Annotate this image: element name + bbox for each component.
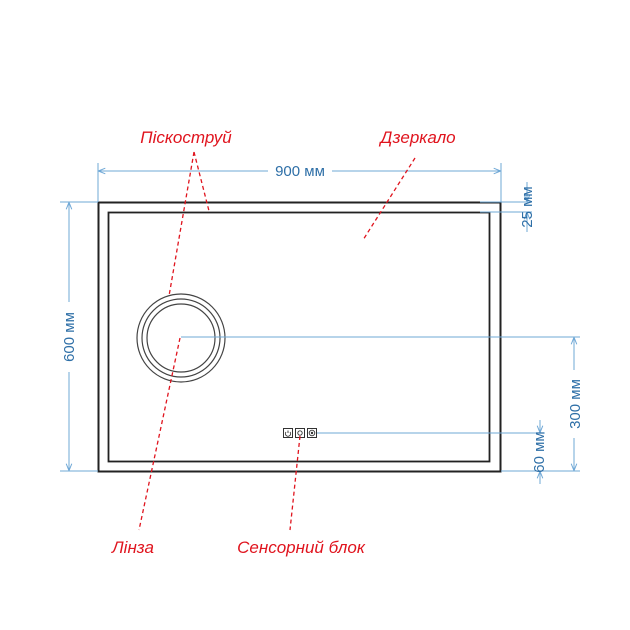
- lens-toggle-icon[interactable]: [307, 428, 317, 438]
- sensor-block: [283, 428, 317, 438]
- callout-lens: Лінза: [111, 538, 154, 557]
- leader-sensor-block: [289, 435, 301, 531]
- dimension-width: 900 мм: [97, 163, 502, 202]
- dimension-lens-height: 300 мм: [181, 336, 584, 472]
- width-label: 900 мм: [275, 163, 325, 180]
- callout-mirror: Дзеркало: [378, 128, 455, 147]
- leader-lens: [138, 337, 181, 531]
- callout-sandblast: Піскоструй: [140, 128, 232, 147]
- leader-sandblast: [168, 151, 210, 297]
- callout-sensor-block: Сенсорний блок: [237, 538, 366, 557]
- lens: [136, 293, 226, 383]
- leader-mirror: [362, 157, 416, 241]
- lens-height-label: 300 мм: [567, 379, 584, 429]
- sensor-height-label: 60 мм: [531, 431, 548, 472]
- dimension-height: 600 мм: [60, 201, 98, 472]
- dimension-inset: 25 мм: [480, 182, 536, 232]
- power-icon[interactable]: [283, 428, 293, 438]
- height-label: 600 мм: [61, 312, 78, 362]
- dimension-sensor-height: 60 мм: [317, 420, 548, 484]
- inset-label: 25 мм: [519, 186, 536, 227]
